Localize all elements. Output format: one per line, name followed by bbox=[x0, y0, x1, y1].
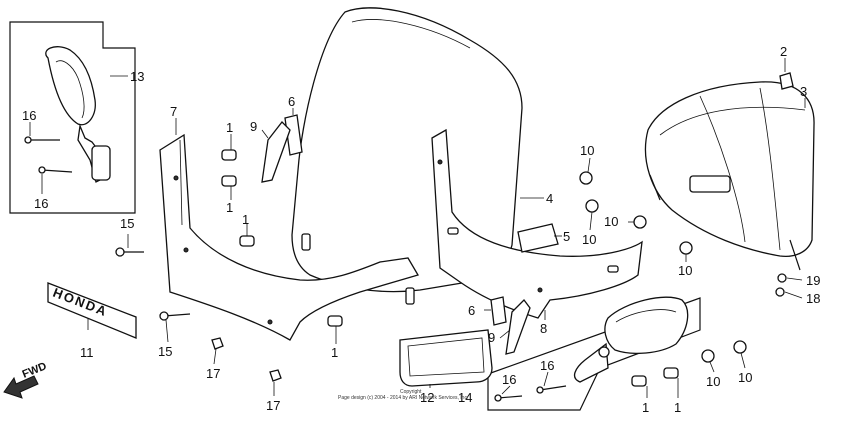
fairing-center-piece bbox=[431, 128, 643, 319]
callout-4: 4 bbox=[546, 191, 553, 206]
callout-13: 13 bbox=[130, 69, 144, 84]
forward-arrow: FWD bbox=[3, 360, 48, 399]
copyright-line-1: Copyright bbox=[400, 389, 422, 395]
callout-16: 16 bbox=[22, 108, 36, 123]
callout-17: 17 bbox=[206, 366, 220, 381]
callout-6: 6 bbox=[468, 303, 475, 318]
callout-5: 5 bbox=[563, 229, 570, 244]
callout-10: 10 bbox=[678, 263, 692, 278]
callout-15: 15 bbox=[158, 344, 172, 359]
copyright-watermark: Copyright Page design (c) 2004 - 2014 by… bbox=[338, 389, 468, 401]
callout-10: 10 bbox=[582, 232, 596, 247]
callout-10: 10 bbox=[738, 370, 752, 385]
callout-1: 1 bbox=[331, 345, 338, 360]
hardware-parts bbox=[115, 114, 787, 387]
callout-6: 6 bbox=[288, 94, 295, 109]
callout-14: 14 bbox=[458, 390, 472, 405]
plate-5 bbox=[517, 223, 559, 253]
callout-18: 18 bbox=[806, 291, 820, 306]
callout-8: 8 bbox=[540, 321, 547, 336]
mirror-inset-box bbox=[9, 21, 136, 214]
callout-2: 2 bbox=[780, 44, 787, 59]
callout-1: 1 bbox=[226, 200, 233, 215]
callout-1: 1 bbox=[642, 400, 649, 415]
callout-16: 16 bbox=[540, 358, 554, 373]
callout-1: 1 bbox=[242, 212, 249, 227]
honda-emblem: HONDA bbox=[47, 282, 137, 339]
callout-17: 17 bbox=[266, 398, 280, 413]
callout-15: 15 bbox=[120, 216, 134, 231]
callout-16: 16 bbox=[34, 196, 48, 211]
callout-9: 9 bbox=[250, 119, 257, 134]
right-mirror-box bbox=[487, 296, 701, 411]
fairing-inner-panel bbox=[159, 133, 419, 341]
copyright-line-2: Page design (c) 2004 - 2014 by ARI Netwo… bbox=[338, 395, 468, 401]
callout-1: 1 bbox=[674, 400, 681, 415]
leader-lines bbox=[29, 58, 806, 398]
callout-1: 1 bbox=[226, 120, 233, 135]
callout-16: 16 bbox=[502, 372, 516, 387]
callout-10: 10 bbox=[580, 143, 594, 158]
callout-10: 10 bbox=[706, 374, 720, 389]
callout-19: 19 bbox=[806, 273, 820, 288]
lamp-lens bbox=[399, 329, 493, 387]
callout-3: 3 bbox=[800, 84, 807, 99]
callout-11: 11 bbox=[80, 345, 94, 360]
headlight-cover bbox=[644, 72, 815, 271]
callout-12: 12 bbox=[420, 390, 434, 405]
callout-7: 7 bbox=[170, 104, 177, 119]
callout-9: 9 bbox=[488, 330, 495, 345]
callout-10: 10 bbox=[604, 214, 618, 229]
callout-numbers: 1 1 1 1 1 1 2 3 4 5 6 6 7 8 9 9 10 10 10… bbox=[22, 44, 820, 415]
